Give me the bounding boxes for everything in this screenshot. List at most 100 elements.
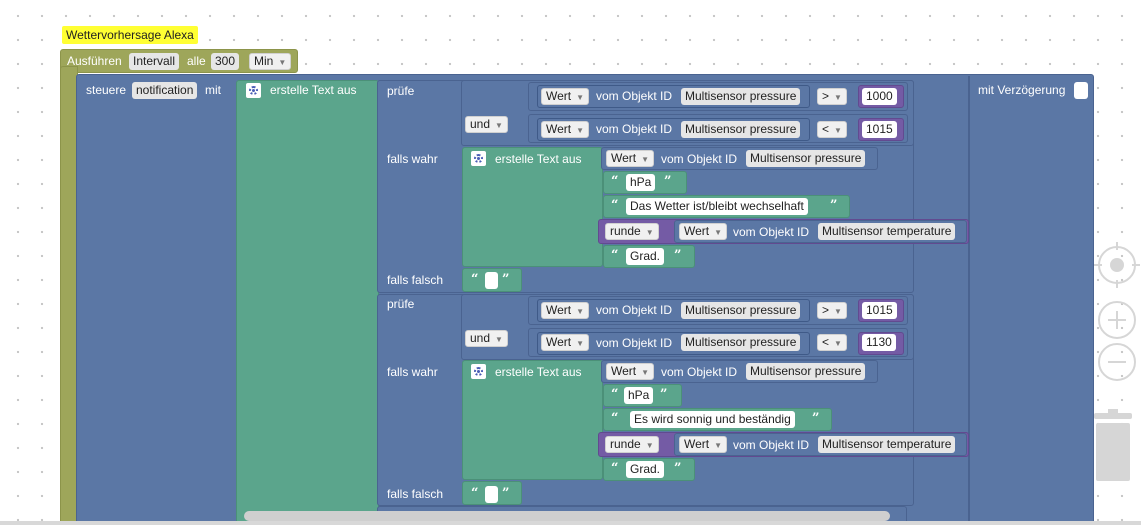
chevron-down-icon: ▼ (278, 58, 287, 67)
schedule-mode-field[interactable]: Intervall (129, 53, 180, 70)
object-id-field-1d[interactable]: Multisensor temperature (818, 223, 956, 240)
logic-and-dropdown-2[interactable]: und▼ (465, 330, 508, 347)
zoom-in-icon[interactable] (1098, 301, 1136, 339)
create-text-label-2: erstelle Text aus (495, 365, 582, 379)
chevron-down-icon: ▼ (495, 335, 503, 344)
quote-close: ” (664, 174, 672, 189)
quote-open: “ (611, 198, 619, 213)
round-dropdown-1[interactable]: runde▼ (605, 223, 659, 240)
chevron-down-icon: ▼ (834, 339, 842, 348)
if-false-label-1: falls falsch (387, 273, 444, 287)
comment-tooltip[interactable]: Wettervorhersage Alexa (62, 26, 198, 44)
quote-open: “ (471, 272, 479, 287)
chevron-down-icon: ▼ (495, 121, 503, 130)
value-dropdown-1d[interactable]: Wert▼ (679, 223, 728, 240)
object-label-1c: vom Objekt ID (661, 152, 738, 166)
bottom-divider (0, 521, 1141, 525)
object-id-field-1c[interactable]: Multisensor pressure (746, 150, 866, 167)
horizontal-scrollbar[interactable] (244, 511, 890, 521)
object-id-field-2c[interactable]: Multisensor pressure (746, 363, 866, 380)
number-field-1a[interactable]: 1000 (862, 88, 897, 105)
quote-open: “ (611, 411, 619, 426)
chevron-down-icon: ▼ (714, 441, 723, 450)
empty-text-field-2[interactable] (485, 486, 498, 503)
text-field-grad-1[interactable]: Grad. (626, 248, 665, 265)
if-check-label-1: prüfe (387, 84, 415, 98)
target-icon[interactable] (1094, 242, 1140, 288)
object-label-1d: vom Objekt ID (733, 225, 810, 239)
value-dropdown-2d[interactable]: Wert▼ (679, 436, 728, 453)
gear-icon[interactable] (471, 151, 486, 166)
create-text-block-outer[interactable] (236, 80, 379, 525)
create-text-label-outer: erstelle Text aus (270, 83, 357, 97)
quote-open: “ (611, 387, 619, 402)
operator-dropdown-1a[interactable]: >▼ (817, 88, 847, 105)
operator-dropdown-1b[interactable]: <▼ (817, 121, 847, 138)
number-field-2a[interactable]: 1015 (862, 302, 897, 319)
control-delay-label: mit Verzögerung (978, 83, 1066, 97)
control-with-label: mit (205, 83, 221, 97)
object-id-field-2a[interactable]: Multisensor pressure (681, 302, 801, 319)
object-id-field-1b[interactable]: Multisensor pressure (681, 121, 801, 138)
if-true-label-1: falls wahr (387, 152, 438, 166)
number-field-2b[interactable]: 1130 (862, 334, 896, 351)
number-field-1b[interactable]: 1015 (862, 121, 897, 138)
quote-close: ” (502, 272, 510, 287)
quote-open: “ (611, 461, 619, 476)
value-dropdown-2c[interactable]: Wert▼ (606, 363, 655, 380)
chevron-down-icon: ▼ (641, 368, 650, 377)
delay-checkbox[interactable] (1074, 82, 1088, 99)
if-false-label-2: falls falsch (387, 487, 444, 501)
object-label-2d: vom Objekt ID (733, 438, 810, 452)
if-check-label-2: prüfe (387, 297, 415, 311)
text-field-hpa-2[interactable]: hPa (624, 387, 654, 404)
chevron-down-icon: ▼ (645, 441, 654, 450)
chevron-down-icon: ▼ (834, 307, 842, 316)
text-field-msg-1[interactable]: Das Wetter ist/bleibt wechselhaft (626, 198, 808, 215)
quote-close: ” (674, 461, 682, 476)
object-id-field-1a[interactable]: Multisensor pressure (681, 88, 801, 105)
chevron-down-icon: ▼ (576, 307, 585, 316)
create-text-block-1[interactable] (462, 147, 603, 267)
control-delay-panel (968, 76, 970, 525)
round-dropdown-2[interactable]: runde▼ (605, 436, 659, 453)
value-dropdown-2b[interactable]: Wert▼ (541, 334, 590, 351)
chevron-down-icon: ▼ (576, 93, 585, 102)
quote-close: ” (660, 387, 668, 402)
object-id-field-2b[interactable]: Multisensor pressure (681, 334, 801, 351)
chevron-down-icon: ▼ (834, 93, 842, 102)
value-dropdown-1a[interactable]: Wert▼ (541, 88, 590, 105)
schedule-unit-dropdown[interactable]: Min▼ (249, 53, 292, 70)
schedule-label: Ausführen (67, 54, 122, 68)
logic-and-dropdown-1[interactable]: und▼ (465, 116, 508, 133)
trash-icon[interactable] (1094, 409, 1132, 481)
control-label: steuere (86, 83, 127, 97)
create-text-block-2[interactable] (462, 360, 603, 480)
quote-close: ” (812, 411, 820, 426)
chevron-down-icon: ▼ (576, 126, 585, 135)
quote-close: ” (830, 198, 838, 213)
chevron-down-icon: ▼ (834, 126, 842, 135)
gear-icon[interactable] (246, 83, 261, 98)
text-field-grad-2[interactable]: Grad. (626, 461, 665, 478)
empty-text-field-1[interactable] (485, 272, 498, 289)
control-target-field[interactable]: notification (132, 82, 198, 99)
text-field-hpa-1[interactable]: hPa (626, 174, 656, 191)
value-dropdown-1b[interactable]: Wert▼ (541, 121, 590, 138)
object-label-1a: vom Objekt ID (596, 89, 673, 103)
operator-dropdown-2a[interactable]: >▼ (817, 302, 847, 319)
chevron-down-icon: ▼ (576, 339, 585, 348)
object-label-2a: vom Objekt ID (596, 303, 673, 317)
text-field-msg-2[interactable]: Es wird sonnig und beständig (630, 411, 795, 428)
object-id-field-2d[interactable]: Multisensor temperature (818, 436, 956, 453)
value-dropdown-1c[interactable]: Wert▼ (606, 150, 655, 167)
if-true-label-2: falls wahr (387, 365, 438, 379)
object-label-1b: vom Objekt ID (596, 122, 673, 136)
value-dropdown-2a[interactable]: Wert▼ (541, 302, 590, 319)
zoom-out-icon[interactable] (1098, 343, 1136, 381)
quote-close: ” (502, 486, 510, 501)
schedule-value-field[interactable]: 300 (211, 53, 240, 70)
gear-icon[interactable] (471, 364, 486, 379)
chevron-down-icon: ▼ (714, 228, 723, 237)
operator-dropdown-2b[interactable]: <▼ (817, 334, 847, 351)
